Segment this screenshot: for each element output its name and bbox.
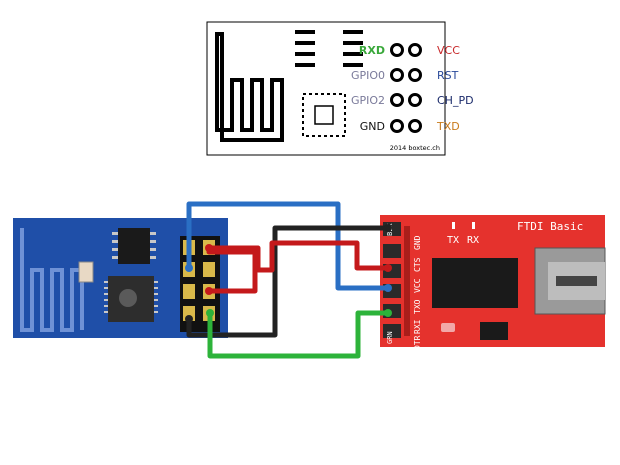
ftdi-header-strip (404, 226, 410, 336)
esp01-board (13, 218, 228, 338)
pin-label-rxd: RXD (359, 44, 385, 57)
pinout-frame (206, 21, 446, 156)
antenna-trace (215, 32, 284, 142)
soc-pins (104, 281, 158, 313)
credit-text: 2014 boxtec.ch (390, 144, 440, 152)
crystal (78, 261, 94, 283)
esp-antenna-trace (20, 228, 84, 332)
pin-label-gpio0: GPIO0 (351, 69, 385, 82)
pin-label-gnd: GND (360, 120, 385, 133)
pin-label-txd: TXD (436, 120, 460, 133)
wire-green (207, 310, 391, 359)
ftdi-pin-dtr: DTR (413, 335, 422, 350)
qfn-chip-outline (302, 93, 346, 137)
ftdi-board: GND CTS VCC TXO RXI DTR BLK GRN FTDI Bas… (380, 215, 606, 350)
pin-label-ch-pd: CH_PD (437, 94, 474, 107)
pinout-legend: RXD GPIO0 GPIO2 GND VCC RST CH_PD TXD 20… (206, 21, 474, 156)
usb-connector (534, 247, 606, 315)
ftdi-label-grn: GRN (386, 331, 394, 344)
ftdi-pin-vcc: VCC (413, 278, 422, 293)
ftdi-pin-rxi: RXI (413, 319, 422, 334)
ftdi-pin-txo: TXO (413, 299, 422, 314)
espressif-logo-icon (119, 289, 137, 307)
ftdi-pin-labels: GND CTS VCC TXO RXI DTR (413, 235, 422, 350)
power-led (441, 323, 455, 332)
tx-led (452, 222, 455, 229)
ftdi-title: FTDI Basic (517, 220, 583, 233)
wire-blue (186, 201, 391, 291)
wire-red-vcc (206, 240, 391, 273)
chip-pads-top (295, 30, 363, 67)
wire-red-chpd (206, 249, 258, 294)
flash-chip (118, 228, 150, 264)
pin-label-vcc: VCC (437, 44, 460, 57)
pin-header-circles (390, 43, 422, 133)
wires (185, 201, 392, 359)
ftdi-pin-cts: CTS (413, 257, 422, 272)
pin-label-gpio2: GPIO2 (351, 94, 385, 107)
pin-label-rst: RST (437, 69, 459, 82)
flash-chip-pins (112, 232, 156, 259)
ftdi-rx-label: RX (467, 235, 479, 246)
ftdi-chip (432, 258, 518, 308)
rx-led (472, 222, 475, 229)
ftdi-tx-label: TX (447, 235, 459, 246)
ftdi-pin-gnd: GND (413, 235, 422, 250)
wire-black (186, 225, 391, 338)
regulator-chip (480, 322, 508, 340)
